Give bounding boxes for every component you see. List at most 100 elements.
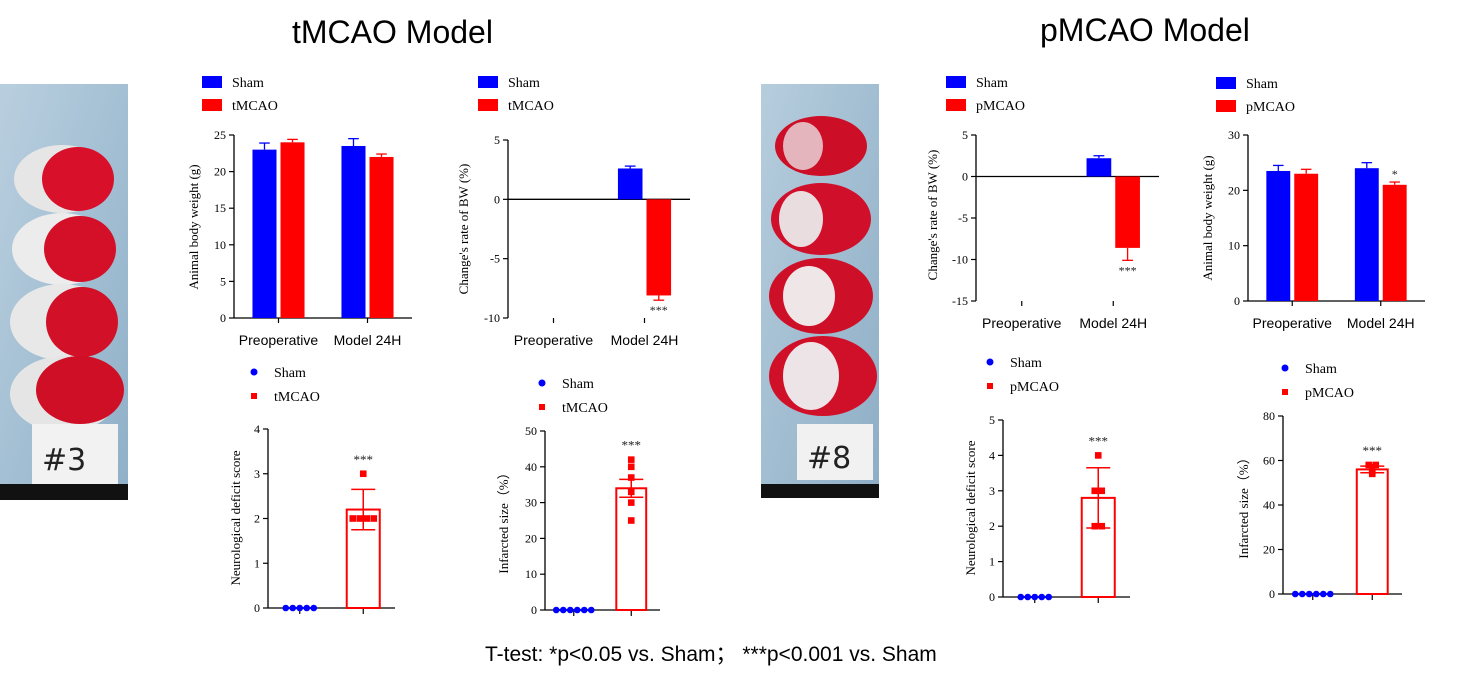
y-tick-label: -10	[484, 311, 500, 325]
y-tick-label: 60	[1263, 454, 1275, 468]
data-point	[587, 606, 595, 614]
legend-marker	[986, 358, 994, 366]
legend-label: Sham	[1246, 77, 1278, 92]
legend-label: Sham	[1010, 356, 1042, 371]
y-tick-label: 1	[989, 555, 995, 569]
y-tick-label: 80	[1263, 409, 1275, 423]
y-tick-label: 5	[494, 133, 500, 147]
y-tick-label: 0	[989, 590, 995, 604]
bar	[252, 149, 277, 318]
significance-stars: ***	[1363, 443, 1383, 458]
y-tick-label: -10	[952, 253, 968, 267]
y-axis-label: Infarcted size（%）	[1236, 451, 1251, 558]
significance-stars: *	[1392, 167, 1398, 181]
y-tick-label: 2	[989, 519, 995, 533]
y-tick-label: 15	[214, 201, 226, 215]
x-tick-label: Model 24H	[611, 332, 679, 348]
data-point	[1298, 590, 1306, 598]
bar	[369, 156, 394, 318]
data-point	[1031, 593, 1039, 601]
y-tick-label: 30	[525, 496, 537, 510]
bar	[1115, 176, 1140, 248]
y-axis-label: Animal body weight (g)	[1200, 155, 1215, 280]
legend-marker	[987, 383, 993, 389]
data-point	[282, 604, 290, 612]
legend-label: Sham	[976, 76, 1008, 91]
legend-label: Sham	[274, 366, 306, 381]
photo-label: #3	[42, 443, 86, 478]
tmcao-title: tMCAO Model	[292, 14, 493, 50]
legend-marker	[539, 404, 545, 410]
y-tick-label: -15	[952, 294, 968, 308]
data-point	[627, 456, 635, 463]
data-point	[1098, 487, 1106, 495]
significance-stars: ***	[1089, 433, 1109, 448]
data-point	[1098, 522, 1106, 530]
x-tick-label: Model 24H	[1079, 315, 1147, 331]
data-point	[1024, 593, 1032, 601]
data-point	[552, 606, 560, 614]
y-axis-label: Change's rate of BW (%)	[456, 164, 471, 295]
data-point	[627, 474, 635, 481]
legend-swatch	[202, 76, 222, 88]
y-tick-label: 1	[254, 556, 260, 570]
y-tick-label: -5	[958, 211, 968, 225]
y-tick-label: 0	[220, 311, 226, 325]
data-point	[627, 488, 635, 496]
y-tick-label: 0	[531, 603, 537, 617]
data-point	[1091, 487, 1099, 495]
y-tick-label: 4	[989, 448, 995, 462]
x-tick-label: Preoperative	[514, 332, 594, 348]
data-point	[1038, 593, 1046, 601]
data-point	[303, 604, 311, 612]
data-point	[359, 470, 367, 478]
y-tick-label: 30	[1228, 128, 1240, 142]
significance-stars: ***	[650, 303, 668, 317]
legend-marker	[250, 368, 258, 376]
y-tick-label: 20	[214, 165, 226, 179]
x-tick-label: Preoperative	[239, 332, 319, 348]
data-point	[566, 606, 574, 614]
bar	[1086, 158, 1112, 177]
y-tick-label: 4	[254, 422, 260, 436]
data-point	[1305, 590, 1313, 598]
data-point	[559, 606, 567, 614]
significance-stars: ***	[354, 452, 374, 467]
legend-label: pMCAO	[976, 99, 1025, 114]
y-axis-label: Change's rate of BW (%)	[925, 150, 940, 281]
y-tick-label: 0	[254, 601, 260, 615]
y-tick-label: 3	[989, 484, 995, 498]
significance-stars: ***	[622, 438, 642, 453]
y-tick-label: 25	[214, 128, 226, 142]
y-tick-label: 0	[1269, 587, 1275, 601]
data-point	[289, 604, 297, 612]
y-tick-label: 20	[525, 531, 537, 545]
ruler	[761, 484, 879, 498]
legend-swatch	[478, 76, 498, 88]
y-tick-label: -5	[490, 252, 500, 266]
legend-label: Sham	[508, 76, 540, 91]
data-point	[627, 499, 635, 506]
x-tick-label: Preoperative	[982, 315, 1062, 331]
legend-label: pMCAO	[1246, 100, 1295, 115]
bar	[1294, 173, 1319, 301]
y-tick-label: 0	[1234, 294, 1240, 308]
data-point	[1319, 590, 1327, 598]
y-tick-label: 10	[214, 238, 226, 252]
data-point	[1094, 452, 1102, 459]
legend-marker	[1281, 364, 1289, 372]
brain-slices-illustration: #8	[761, 84, 879, 498]
data-point	[1091, 522, 1099, 530]
data-point	[349, 515, 357, 522]
data-point	[1368, 470, 1376, 478]
y-tick-label: 5	[989, 413, 995, 427]
legend-marker	[538, 379, 546, 387]
data-point	[1045, 593, 1053, 601]
ruler	[0, 484, 128, 500]
